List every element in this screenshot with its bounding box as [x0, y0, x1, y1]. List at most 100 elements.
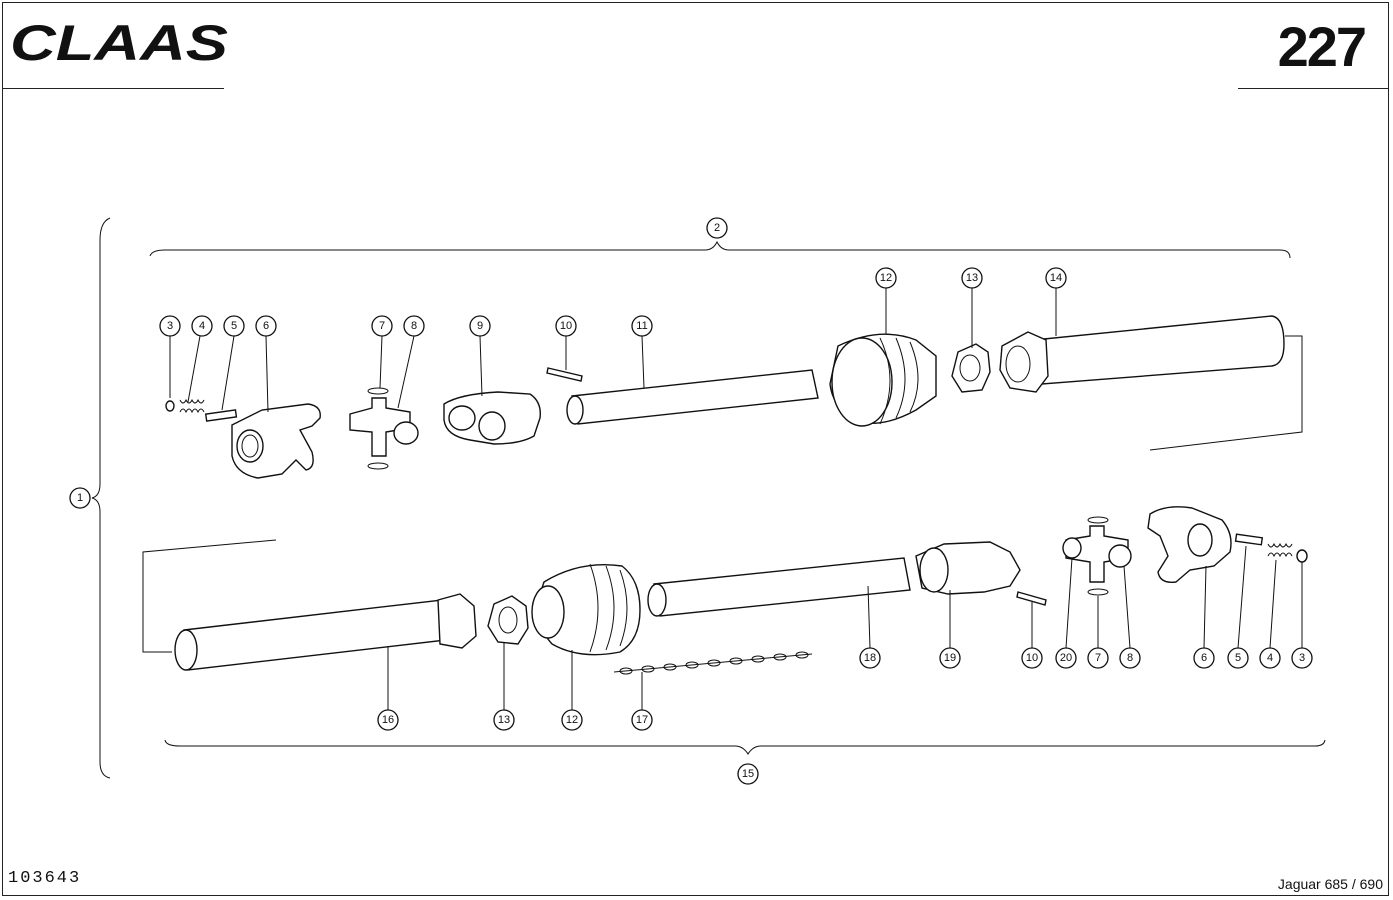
- part-guard-cone-12-lower-ribs: [589, 563, 628, 653]
- claas-logo-text: CLAAS: [10, 18, 228, 68]
- part-inner-tube-11: [571, 369, 819, 425]
- svg-text:19: 19: [944, 652, 956, 664]
- callout-16: 16: [377, 709, 399, 731]
- part-outer-tube-14: [1033, 315, 1285, 385]
- part-inner-tube-11-end: [566, 395, 584, 425]
- part-yoke-9-eye-right: [478, 411, 506, 441]
- shaft-link-lower: [142, 539, 277, 653]
- callout-10: 10: [555, 315, 577, 337]
- callout-7: 7: [371, 315, 393, 337]
- part-inner-tube-18-end: [647, 583, 667, 617]
- callout-9: 9: [469, 315, 491, 337]
- page-number: 227: [1277, 15, 1367, 78]
- part-yoke-6-bore: [236, 429, 264, 463]
- callout-3: 3: [159, 315, 181, 337]
- part-bearing-cup-8: [393, 421, 419, 445]
- svg-text:8: 8: [1127, 652, 1133, 664]
- svg-text:9: 9: [477, 320, 483, 332]
- part-guard-cone-12-upper-ribs: [879, 337, 919, 425]
- svg-text:11: 11: [636, 320, 647, 332]
- bracket-assembly-15: [164, 739, 1326, 755]
- svg-text:4: 4: [1267, 652, 1273, 664]
- callout-7-lower: 7: [1087, 647, 1109, 669]
- svg-text:16: 16: [382, 714, 394, 726]
- svg-text:12: 12: [880, 272, 892, 284]
- part-guard-cone-12-lower-mouth: [531, 585, 565, 639]
- part-yoke-6-lower-bore: [1187, 523, 1213, 557]
- callout-8: 8: [403, 315, 425, 337]
- svg-text:13: 13: [498, 714, 510, 726]
- callout-15: 15: [737, 763, 759, 785]
- svg-text:13: 13: [966, 272, 978, 284]
- part-inner-tube-18: [653, 557, 911, 617]
- part-bearing-ring-13-upper-hole: [959, 354, 981, 382]
- part-guard-cone-12-upper-mouth: [831, 337, 893, 427]
- svg-text:14: 14: [1050, 272, 1062, 284]
- svg-text:5: 5: [231, 320, 237, 332]
- callout-1: 1: [69, 487, 91, 509]
- callout-20: 20: [1055, 647, 1077, 669]
- svg-text:6: 6: [1201, 652, 1207, 664]
- shaft-link-upper: [1149, 335, 1303, 451]
- part-guard-cone-12-lower: [535, 564, 641, 656]
- part-spring-4: [179, 398, 205, 414]
- callout-10-lower: 10: [1021, 647, 1043, 669]
- part-circlip-7-lower-top: [1087, 516, 1109, 524]
- svg-text:15: 15: [742, 768, 754, 780]
- part-outer-tube-14-mouth: [1005, 345, 1031, 383]
- part-circlip-7-top: [367, 387, 389, 395]
- header-rule-right: [1238, 88, 1389, 89]
- callout-13-lower: 13: [493, 709, 515, 731]
- svg-text:8: 8: [411, 320, 417, 332]
- callout-4: 4: [191, 315, 213, 337]
- callout-19: 19: [939, 647, 961, 669]
- part-outer-tube-14-collar: [999, 331, 1049, 393]
- callout-12-lower: 12: [561, 709, 583, 731]
- svg-text:7: 7: [1095, 652, 1101, 664]
- callout-14: 14: [1045, 267, 1067, 289]
- part-roll-pin-10-upper: [546, 367, 583, 382]
- bracket-assembly-1: [91, 217, 111, 779]
- part-safety-chain-17-links: [619, 651, 809, 675]
- svg-text:18: 18: [864, 652, 876, 664]
- part-nut-3: [165, 400, 175, 412]
- document-number: 103643: [8, 869, 82, 888]
- callout-4-lower: 4: [1259, 647, 1281, 669]
- part-outer-tube-16-mouth: [174, 629, 198, 671]
- callout-8-lower: 8: [1119, 647, 1141, 669]
- svg-text:10: 10: [1026, 652, 1038, 664]
- claas-logo: CLAAS: [10, 18, 228, 68]
- callout-6: 6: [255, 315, 277, 337]
- callout-13: 13: [961, 267, 983, 289]
- svg-text:6: 6: [263, 320, 269, 332]
- callout-12: 12: [875, 267, 897, 289]
- callout-2: 2: [706, 217, 728, 239]
- part-outer-tube-16: [183, 599, 447, 671]
- callout-3-lower: 3: [1291, 647, 1313, 669]
- svg-text:12: 12: [566, 714, 578, 726]
- bracket-assembly-2: [149, 240, 1291, 259]
- header-rule-left: [2, 88, 224, 89]
- part-nut-3-lower: [1296, 549, 1308, 563]
- callout-18: 18: [859, 647, 881, 669]
- svg-text:1: 1: [77, 492, 83, 504]
- part-yoke-6-bore-inner: [241, 434, 259, 458]
- part-yoke-9-eye-left: [448, 405, 476, 431]
- part-bearing-cup-8-lower: [1108, 544, 1132, 568]
- part-yoke-19-mouth: [919, 547, 949, 593]
- svg-text:10: 10: [560, 320, 572, 332]
- part-outer-tube-16-collar: [437, 593, 477, 649]
- callout-5-lower: 5: [1227, 647, 1249, 669]
- svg-text:17: 17: [636, 714, 648, 726]
- part-circlip-7-lower-bottom: [1087, 588, 1109, 596]
- callout-5: 5: [223, 315, 245, 337]
- part-bearing-ring-13-upper: [951, 343, 991, 393]
- svg-text:3: 3: [167, 320, 173, 332]
- svg-text:20: 20: [1060, 652, 1072, 664]
- callout-17: 17: [631, 709, 653, 731]
- svg-text:5: 5: [1235, 652, 1241, 664]
- svg-text:2: 2: [714, 222, 720, 234]
- part-spring-4-lower: [1267, 542, 1293, 558]
